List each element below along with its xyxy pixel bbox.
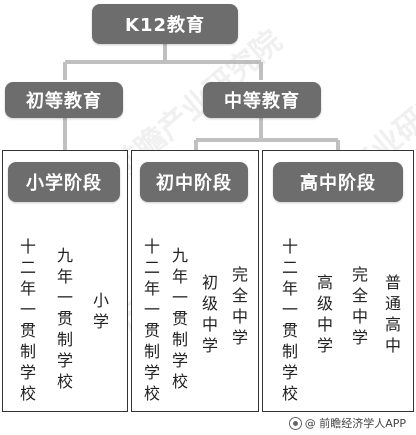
text-char: 贯: [282, 321, 299, 340]
text-char: 校: [172, 372, 189, 391]
text-char: 年: [57, 267, 74, 286]
text-char: 一: [172, 288, 189, 307]
text-char: 中: [232, 307, 249, 326]
text-char: 一: [144, 300, 161, 319]
primary-stage-title: 小学阶段: [26, 173, 102, 194]
brand-logo-icon: [288, 416, 302, 430]
text-char: 十: [144, 237, 161, 256]
senior-col-1: 十二年一贯制学校: [282, 236, 298, 404]
text-char: 小: [93, 291, 110, 310]
text-char: 一: [282, 300, 299, 319]
junior-col-2: 九年一贯制学校: [172, 245, 188, 392]
text-char: 学: [317, 336, 334, 355]
text-char: 学: [202, 336, 219, 355]
text-char: 学: [57, 351, 74, 370]
text-char: 高: [385, 315, 402, 334]
junior-col-4: 完全中学: [232, 264, 248, 348]
junior-col-1: 十二年一贯制学校: [144, 236, 160, 404]
text-char: 一: [20, 300, 37, 319]
primary-col-3: 小学: [93, 290, 109, 332]
text-char: 通: [385, 294, 402, 313]
text-char: 二: [282, 258, 299, 277]
text-char: 一: [57, 288, 74, 307]
text-char: 全: [232, 286, 249, 305]
text-char: 校: [57, 372, 74, 391]
text-char: 贯: [20, 321, 37, 340]
primary-stage-node: 小学阶段: [8, 162, 120, 202]
text-char: 年: [144, 279, 161, 298]
text-char: 学: [282, 363, 299, 382]
text-char: 学: [20, 363, 37, 382]
primary-col-2: 九年一贯制学校: [57, 245, 73, 392]
text-char: 九: [57, 246, 74, 265]
primary-education-label: 初等教育: [26, 91, 102, 112]
text-char: 十: [20, 237, 37, 256]
secondary-education-label: 中等教育: [224, 91, 300, 112]
text-char: 中: [202, 315, 219, 334]
senior-col-3: 完全中学: [352, 264, 368, 348]
text-char: 制: [20, 342, 37, 361]
text-char: 制: [57, 330, 74, 349]
footer-credit: @ 前瞻经济学人APP: [288, 415, 406, 431]
text-char: 高: [317, 273, 334, 292]
text-char: 年: [282, 279, 299, 298]
senior-stage-node: 高中阶段: [273, 162, 403, 202]
text-char: 全: [352, 286, 369, 305]
text-char: 学: [172, 351, 189, 370]
text-char: 贯: [57, 309, 74, 328]
text-char: 完: [352, 265, 369, 284]
secondary-education-node: 中等教育: [203, 82, 321, 118]
text-char: 校: [144, 384, 161, 403]
junior-stage-node: 初中阶段: [140, 162, 248, 202]
text-char: 初: [202, 273, 219, 292]
text-char: 级: [317, 294, 334, 313]
text-char: 中: [317, 315, 334, 334]
junior-stage-title: 初中阶段: [156, 173, 232, 194]
text-char: 制: [144, 342, 161, 361]
text-char: 学: [93, 312, 110, 331]
text-char: 完: [232, 265, 249, 284]
text-char: 学: [232, 328, 249, 347]
text-char: 校: [282, 384, 299, 403]
senior-col-4: 普通高中: [385, 272, 401, 356]
senior-col-2: 高级中学: [317, 272, 333, 356]
text-char: 贯: [172, 309, 189, 328]
text-char: 级: [202, 294, 219, 313]
text-char: 九: [172, 246, 189, 265]
senior-stage-title: 高中阶段: [300, 173, 376, 194]
text-char: 年: [20, 279, 37, 298]
text-char: 中: [352, 307, 369, 326]
text-char: 二: [144, 258, 161, 277]
text-char: 二: [20, 258, 37, 277]
primary-education-node: 初等教育: [5, 82, 123, 118]
primary-col-1: 十二年一贯制学校: [20, 236, 36, 404]
text-char: 学: [144, 363, 161, 382]
text-char: 制: [282, 342, 299, 361]
root-label: K12教育: [125, 15, 205, 36]
root-node: K12教育: [92, 4, 238, 44]
junior-col-3: 初级中学: [202, 272, 218, 356]
text-char: 普: [385, 273, 402, 292]
footer-text: @ 前瞻经济学人APP: [304, 417, 406, 430]
text-char: 年: [172, 267, 189, 286]
text-char: 贯: [144, 321, 161, 340]
text-char: 十: [282, 237, 299, 256]
text-char: 校: [20, 384, 37, 403]
text-char: 中: [385, 336, 402, 355]
text-char: 制: [172, 330, 189, 349]
text-char: 学: [352, 328, 369, 347]
